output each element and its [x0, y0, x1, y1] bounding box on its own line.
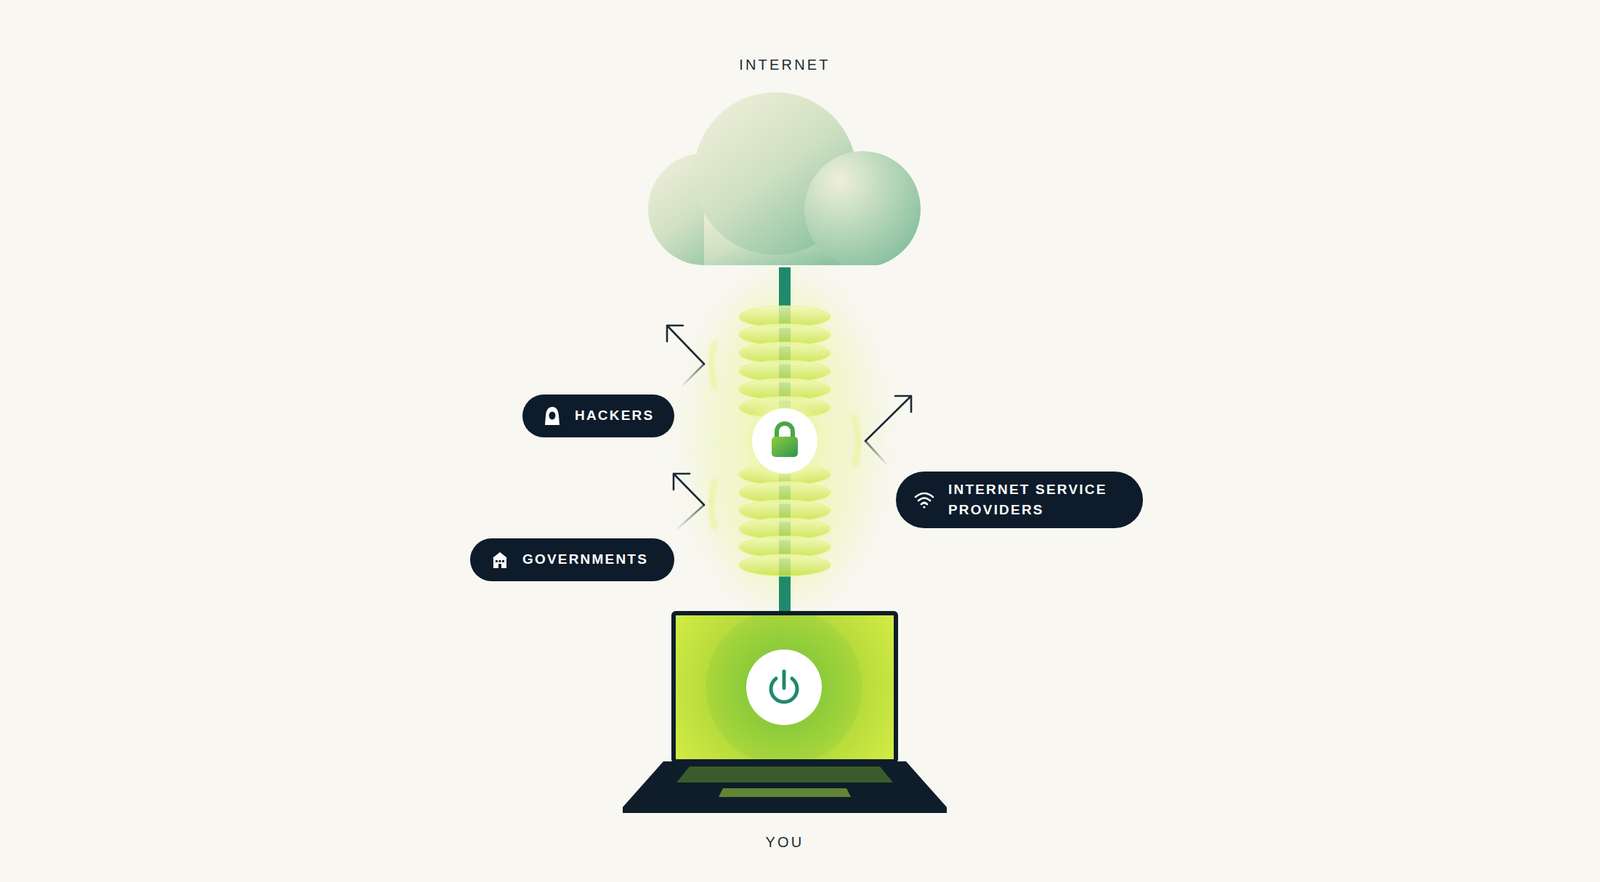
power-button [746, 649, 822, 726]
building-window [502, 560, 505, 563]
threat-pill: INTERNET SERVICE PROVIDERS [895, 471, 1143, 529]
deflect-arrow-tail [865, 441, 888, 466]
cloud-base [704, 200, 863, 266]
deflect-arrow [667, 325, 705, 365]
laptop-keyboard [676, 766, 894, 783]
power-symbol [782, 671, 787, 689]
building-door [498, 563, 502, 569]
hacker-hood [544, 406, 560, 426]
threat-pill: GOVERNMENTS [470, 538, 675, 582]
deflect-glow [853, 415, 859, 467]
cloud-puff [648, 153, 761, 266]
node-heading: YOU [579, 834, 991, 851]
laptop-touchpad [718, 788, 851, 798]
wifi-arc [915, 493, 933, 498]
lock-body [771, 436, 798, 458]
hacker-icon [544, 406, 560, 426]
tunnel-glow [701, 284, 869, 598]
hacker-face [549, 411, 556, 420]
lock-shackle [776, 423, 793, 439]
wifi-arc [918, 498, 931, 502]
power-symbol [770, 678, 798, 702]
building-body [493, 558, 507, 569]
node-heading: INTERNET [605, 56, 965, 74]
laptop-shape [622, 611, 947, 814]
deflect-arrow [865, 396, 912, 442]
deflect-arrow-tail [675, 504, 705, 531]
deflect-glow [711, 479, 717, 531]
threat-pill: HACKERS [522, 394, 675, 438]
internet-cloud: INTERNET [648, 91, 921, 268]
building-roof [492, 552, 508, 559]
cloud-shape [648, 91, 921, 268]
user-laptop: YOU [622, 611, 947, 814]
tunnel-disc [738, 554, 831, 577]
wifi-icon [915, 493, 933, 509]
laptop-base [622, 761, 947, 814]
government-icon [492, 552, 508, 569]
deflect-arrow-tail [680, 364, 705, 388]
pill-label: HACKERS [574, 405, 654, 427]
building-window [495, 560, 498, 563]
laptop-screen [673, 613, 896, 762]
pill-label: INTERNET SERVICE PROVIDERS [948, 479, 1127, 521]
deflect-arrow [673, 473, 705, 505]
wifi-dot [922, 505, 925, 508]
lock-glow [746, 403, 823, 479]
building-window [499, 560, 502, 563]
wifi-arc [921, 502, 928, 505]
cloud-puff [693, 92, 857, 256]
deflect-glow [711, 341, 717, 389]
cloud-puff [804, 151, 921, 266]
lock-badge [752, 408, 818, 474]
pill-label: GOVERNMENTS [522, 549, 649, 571]
